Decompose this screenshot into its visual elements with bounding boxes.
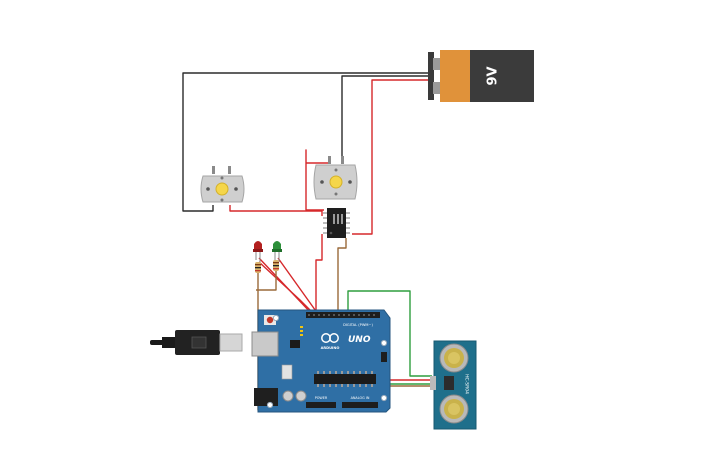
wire-black-left-motor[interactable] <box>182 72 430 212</box>
arduino-usb-port <box>251 331 279 357</box>
led-green-body <box>273 241 281 250</box>
led-green-base <box>272 249 282 252</box>
arduino-infinity-icon <box>321 333 339 343</box>
battery-orange-band <box>440 50 470 102</box>
wire-red-battery-driver[interactable] <box>352 79 430 235</box>
sensor-label: HC-SR04 <box>464 374 470 394</box>
ic-pins-right <box>346 212 350 234</box>
arduino-hole-2 <box>380 339 388 347</box>
resistor-1[interactable] <box>255 262 261 273</box>
usb-cable[interactable] <box>150 330 243 355</box>
arduino-board <box>257 309 391 413</box>
motor-left-tab-1 <box>212 166 215 174</box>
arduino-capacitor-1 <box>282 390 294 402</box>
arduino-capacitor-2 <box>295 390 307 402</box>
wire-red-driver-arduino[interactable] <box>315 234 323 315</box>
resistor-1-band-3 <box>255 270 261 272</box>
resistor-1-band-1 <box>255 264 261 266</box>
arduino-digital-label: DIGITAL (PWM~) <box>343 323 373 327</box>
arduino-hole-3 <box>380 394 388 402</box>
usb-plug-metal <box>219 333 243 352</box>
resistor-1-band-2 <box>255 267 261 269</box>
motor-left-shaft <box>215 182 229 196</box>
motor-right-hole-3 <box>334 168 338 172</box>
motor-left-hole-2 <box>234 187 238 191</box>
arduino-hole-1 <box>272 314 280 322</box>
arduino-digital-pins <box>308 314 375 316</box>
arduino-analog-header <box>342 402 378 408</box>
arduino-crystal <box>281 364 293 380</box>
arduino-icsp-header <box>381 352 387 362</box>
motor-driver-ic[interactable] <box>323 208 350 238</box>
arduino-led-rx <box>300 334 303 336</box>
wire-red-left-motor[interactable] <box>229 205 323 216</box>
wire-red-led-green[interactable] <box>277 257 319 315</box>
arduino-hole-4 <box>266 401 274 409</box>
ultrasonic-sensor[interactable]: HC-SR04 <box>430 340 477 430</box>
ic-pins-left <box>323 212 327 234</box>
arduino-uno[interactable]: DIGITAL (PWM~) ARDUINO UNO PO <box>251 309 391 413</box>
arduino-power-jack <box>254 388 278 406</box>
motor-right-tab-1 <box>328 156 331 164</box>
arduino-power-header <box>306 402 336 408</box>
ic-marking <box>333 214 343 224</box>
arduino-small-chip <box>290 340 300 348</box>
resistor-2[interactable] <box>273 260 279 271</box>
led-red-body <box>254 241 262 250</box>
battery-terminal-negative <box>433 82 441 94</box>
dc-motor-left[interactable] <box>200 166 245 203</box>
battery-terminal-positive <box>433 58 441 70</box>
resistor-2-band-3 <box>273 268 279 270</box>
motor-right-tab-2 <box>341 156 344 164</box>
sensor-transducer-bottom <box>439 394 469 424</box>
resistor-2-band-2 <box>273 265 279 267</box>
usb-logo-icon <box>191 336 207 349</box>
ic-notch <box>329 231 333 235</box>
sensor-pin-header <box>430 376 436 390</box>
motor-right-hole-1 <box>320 180 324 184</box>
led-red[interactable] <box>253 241 263 262</box>
battery-body <box>470 50 534 102</box>
wire-red-led-red-b[interactable] <box>258 261 315 315</box>
arduino-atmega-chip <box>314 374 376 384</box>
motor-left-hole-4 <box>220 198 224 202</box>
arduino-led-tx <box>300 330 303 332</box>
arduino-brand: ARDUINO <box>321 346 340 350</box>
usb-cable-wire <box>150 340 164 345</box>
arduino-chip-pins <box>317 371 373 387</box>
led-red-base <box>253 249 263 252</box>
dc-motor-right[interactable] <box>313 156 358 200</box>
arduino-reset-button[interactable] <box>266 316 274 324</box>
arduino-power-label: POWER <box>315 396 328 400</box>
motor-right-hole-2 <box>348 180 352 184</box>
usb-strain-relief <box>162 337 176 348</box>
led-green[interactable] <box>272 241 282 262</box>
wire-black-right-motor[interactable] <box>341 75 430 163</box>
battery-cap <box>428 52 434 100</box>
wire-red-right-motor[interactable] <box>305 149 330 211</box>
motor-left-hole-1 <box>206 187 210 191</box>
wire-brown-resistor-gnd-2[interactable] <box>256 270 277 291</box>
arduino-model: UNO <box>348 335 371 345</box>
arduino-analog-label: ANALOG IN <box>351 396 370 400</box>
arduino-led-l <box>300 326 303 328</box>
motor-left-tab-2 <box>228 166 231 174</box>
sensor-crystal <box>444 376 454 390</box>
motor-left-hole-3 <box>220 176 224 180</box>
battery-label: 9V <box>486 66 501 85</box>
sensor-transducer-top <box>439 343 469 373</box>
wire-green-sensor[interactable] <box>347 290 432 377</box>
resistor-2-band-1 <box>273 262 279 264</box>
motor-right-hole-4 <box>334 192 338 196</box>
motor-right-shaft <box>329 175 343 189</box>
battery-9v[interactable]: 9V <box>428 50 534 102</box>
